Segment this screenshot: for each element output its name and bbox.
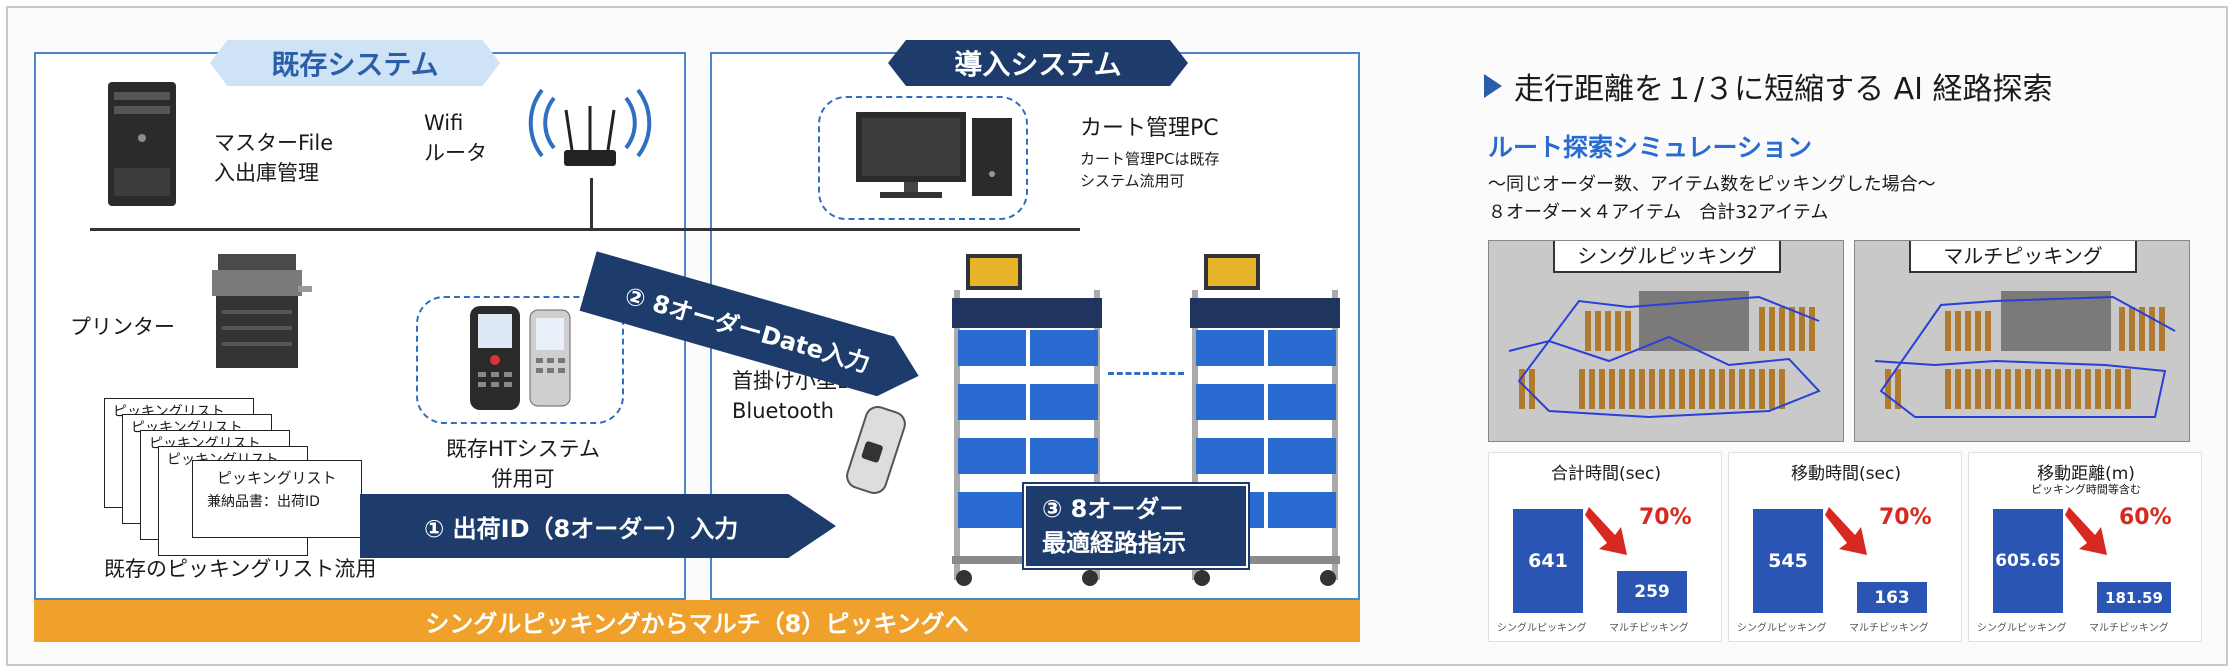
bar-value-label: 259 bbox=[1634, 582, 1670, 602]
bar-single: 605.65 bbox=[1993, 509, 2063, 613]
bottom-banner: シングルピッキングからマルチ（8）ピッキングへ bbox=[34, 600, 1360, 642]
x-tick-label: マルチピッキング bbox=[1849, 623, 1929, 634]
reduction-arrow-icon bbox=[1825, 507, 1867, 555]
chart-title: 移動時間(sec) bbox=[1791, 464, 1901, 484]
network-line bbox=[90, 228, 1080, 231]
bar-value-label: 181.59 bbox=[2105, 588, 2163, 607]
reduction-percent: 60% bbox=[2119, 505, 2172, 530]
bar-value-label: 641 bbox=[1528, 550, 1568, 572]
multi-picking-map: マルチピッキング bbox=[1854, 240, 2190, 442]
desktop-pc-icon bbox=[856, 112, 1012, 198]
printer-icon bbox=[212, 254, 312, 368]
optimal-route-instruction-box: ③ 8オーダー 最適経路指示 bbox=[1024, 484, 1248, 568]
barcode-reader-icon bbox=[846, 405, 906, 495]
x-tick-label: シングルピッキング bbox=[1977, 623, 2067, 634]
reduction-arrow-icon bbox=[1585, 507, 1627, 555]
ht-system-label: 既存HTシステム 併用可 bbox=[446, 437, 600, 491]
reduction-percent: 70% bbox=[1639, 505, 1692, 530]
x-tick-label: マルチピッキング bbox=[1609, 623, 1689, 634]
condition-line-2: ８オーダー×４アイテム 合計32アイテム bbox=[1488, 202, 1829, 223]
bar-single: 641 bbox=[1513, 509, 1583, 613]
bar-multi: 163 bbox=[1857, 582, 1927, 613]
section-triangle-icon bbox=[1484, 74, 1502, 98]
existing-system-tag: 既存システム bbox=[210, 40, 500, 86]
bar-value-label: 163 bbox=[1874, 587, 1910, 608]
reduction-percent: 70% bbox=[1879, 505, 1932, 530]
picking-list-front: ピッキングリスト 兼納品書：出荷ID bbox=[192, 460, 362, 538]
bar-single: 545 bbox=[1753, 509, 1823, 613]
bar-value-label: 605.65 bbox=[1995, 551, 2061, 571]
map-title-multi: マルチピッキング bbox=[1909, 241, 2137, 273]
reduction-arrow-icon bbox=[2065, 507, 2107, 555]
chart-subtitle: ピッキング時間等含む bbox=[2031, 483, 2141, 496]
map-title-single: シングルピッキング bbox=[1553, 241, 1781, 273]
chart-card-move-time: 移動時間(sec) 545 163 70% シングルピッキング マルチピッキング bbox=[1728, 452, 1962, 642]
chart-card-move-distance: 移動距離(m) ピッキング時間等含む 605.65 181.59 60% シング… bbox=[1968, 452, 2202, 642]
chart-title: 合計時間(sec) bbox=[1551, 464, 1661, 484]
single-picking-map: シングルピッキング bbox=[1488, 240, 1844, 442]
cart-pc-note: カート管理PCは既存 システム流用可 bbox=[1080, 150, 1220, 190]
wifi-router-icon bbox=[528, 88, 652, 166]
bar-value-label: 545 bbox=[1768, 550, 1808, 572]
server-tower-icon bbox=[108, 82, 176, 206]
x-tick-label: シングルピッキング bbox=[1497, 623, 1587, 634]
chart-card-total-time: 合計時間(sec) 641 259 70% シングルピッキング マルチピッキング bbox=[1488, 452, 1722, 642]
cart-pc-dashed-group bbox=[818, 96, 1028, 220]
router-drop-line bbox=[590, 178, 593, 230]
cart-pc-label: カート管理PC bbox=[1080, 116, 1219, 141]
section-title: 走行距離を１/３に短縮する AI 経路探索 bbox=[1514, 72, 2053, 107]
picking-cart-icon bbox=[1190, 254, 1340, 586]
new-system-tag: 導入システム bbox=[888, 40, 1188, 86]
picking-list-caption: 既存のピッキングリスト流用 bbox=[104, 557, 377, 581]
chart-title: 移動距離(m) bbox=[2037, 464, 2135, 484]
section-subtitle: ルート探索シミュレーション bbox=[1488, 133, 1813, 162]
x-tick-label: マルチピッキング bbox=[2089, 623, 2169, 634]
bar-multi: 181.59 bbox=[2097, 582, 2171, 613]
x-tick-label: シングルピッキング bbox=[1737, 623, 1827, 634]
condition-line-1: ～同じオーダー数、アイテム数をピッキングした場合～ bbox=[1488, 174, 1936, 195]
wifi-router-label: Wifi ルータ bbox=[424, 111, 487, 165]
bar-multi: 259 bbox=[1617, 571, 1687, 613]
printer-label: プリンター bbox=[70, 315, 175, 339]
handheld-terminal-icon bbox=[470, 306, 571, 410]
arrow-shipping-id-input: ① 出荷ID（8オーダー）入力 bbox=[360, 494, 836, 558]
master-file-label: マスターFile 入出庫管理 bbox=[214, 131, 334, 185]
ht-dashed-group bbox=[416, 296, 624, 424]
cart-link-line bbox=[1108, 372, 1184, 375]
